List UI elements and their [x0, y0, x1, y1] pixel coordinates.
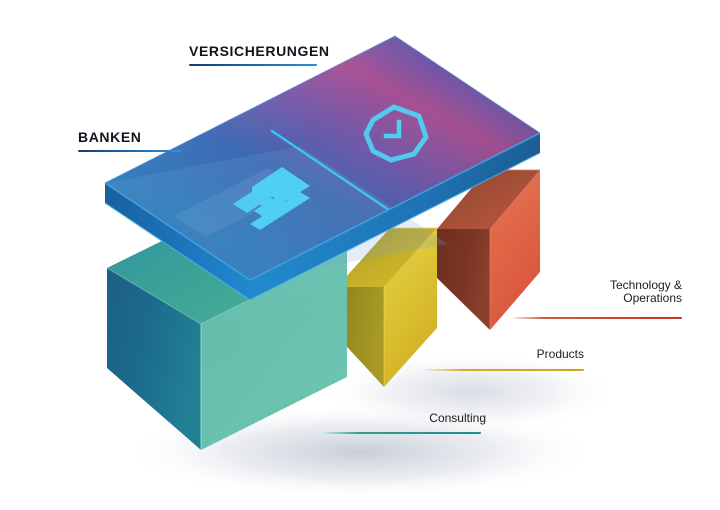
rule-banken — [78, 150, 182, 152]
label-banken: BANKEN — [78, 129, 142, 145]
shield-clock-icon — [363, 104, 429, 163]
industries-slab[interactable] — [104, 35, 541, 301]
bank-building-icon — [233, 167, 310, 230]
rule-technology-operations — [513, 317, 682, 319]
label-versicherungen: VERSICHERUNGEN — [189, 43, 330, 59]
label-technology-operations-line2: Operations — [623, 291, 682, 306]
technology-operations-block[interactable] — [437, 169, 540, 330]
rule-consulting — [318, 432, 481, 434]
rule-products — [424, 369, 584, 371]
label-products: Products — [536, 347, 584, 361]
label-consulting: Consulting — [429, 411, 486, 425]
rule-versicherungen — [189, 64, 317, 66]
label-technology-operations: Technology & Operations — [512, 278, 682, 306]
products-block[interactable] — [337, 227, 437, 387]
label-technology-operations-line1: Technology & — [609, 278, 682, 292]
